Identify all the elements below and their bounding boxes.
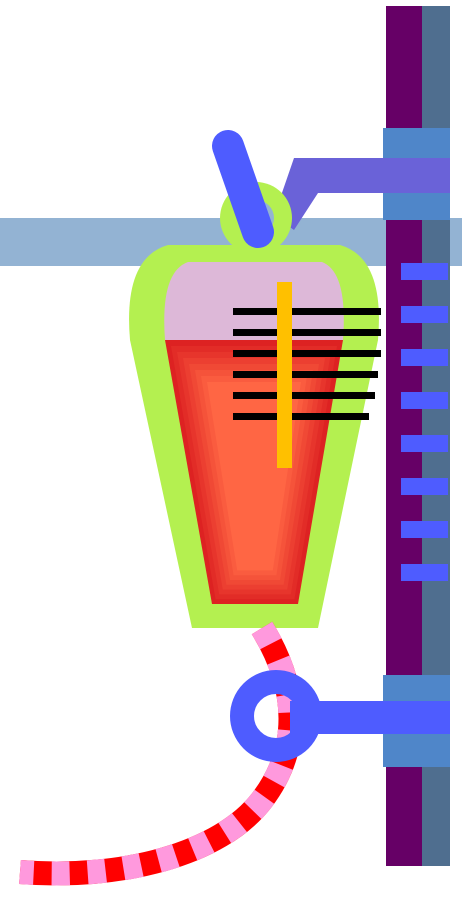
scale-tick (233, 350, 381, 357)
scale-tick (233, 371, 378, 378)
scale-tick (233, 329, 381, 336)
stand-marker (401, 564, 448, 581)
stand-marker (401, 349, 448, 366)
stand-marker (401, 263, 448, 280)
stand-marker (401, 521, 448, 538)
stand-marker (401, 306, 448, 323)
scale-tick (233, 413, 369, 420)
stand-marker (401, 392, 448, 409)
level-indicator (277, 282, 292, 468)
stand-marker (401, 435, 448, 452)
scale-tick (233, 308, 381, 315)
tube-clamp-ring (242, 682, 310, 750)
stand-marker (401, 478, 448, 495)
bag-empty-section (164, 262, 344, 340)
scale-tick (233, 392, 375, 399)
